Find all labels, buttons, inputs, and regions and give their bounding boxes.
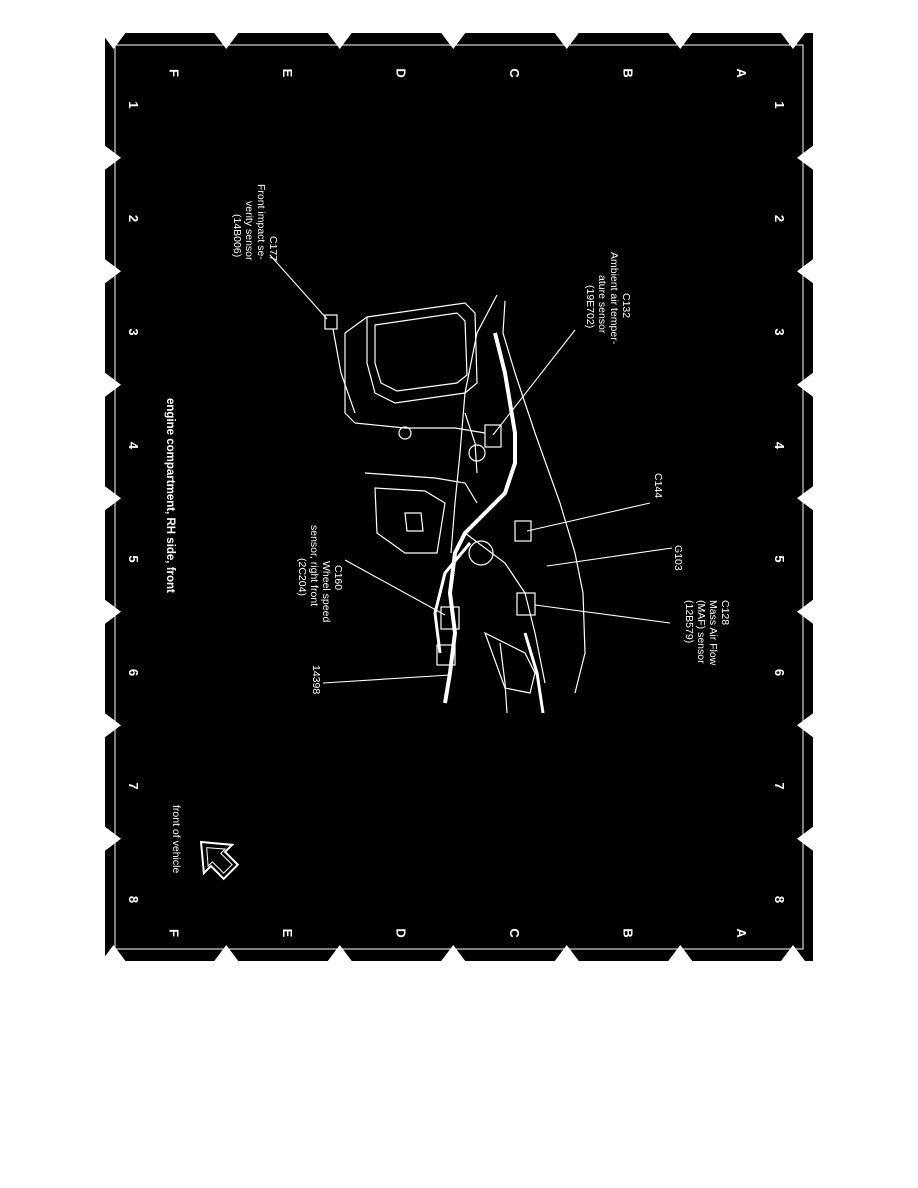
edge-marker-right-2 xyxy=(797,372,813,397)
grid-row-label-bottom-E: E xyxy=(280,929,295,938)
front-of-vehicle-note: front of vehicle xyxy=(170,805,182,873)
edge-marker-left-0 xyxy=(105,145,121,170)
grid-row-label-bottom-B: B xyxy=(621,928,636,937)
grid-col-label-right-1: 1 xyxy=(772,101,787,108)
diagram-panel: A A B B C C D D E E F F 1 1 2 2 3 3 4 4 5 5 6 6 7 7 8 8 xyxy=(105,33,813,961)
grid-labels: A A B B C C D D E E F F 1 1 2 2 3 3 4 4 5 5 6 6 7 7 8 8 xyxy=(126,68,787,938)
callout-c128: C128 Mass Air Flow (MAF) sensor (12B579) xyxy=(683,600,735,670)
edge-marker-left-1 xyxy=(105,259,121,284)
inner-frame xyxy=(114,44,804,950)
callout-c132: C132 Ambient air temper- ature sensor (1… xyxy=(584,252,636,349)
grid-row-label-top-C: C xyxy=(507,68,522,78)
grid-col-label-left-1: 1 xyxy=(126,101,141,108)
grid-col-label-right-2: 2 xyxy=(772,215,787,222)
edge-marker-top-1 xyxy=(554,33,579,49)
grid-col-label-right-8: 8 xyxy=(772,896,787,903)
wiring-location-diagram: A A B B C C D D E E F F 1 1 2 2 3 3 4 4 5 5 6 6 7 7 8 8 xyxy=(105,33,813,961)
grid-col-label-left-6: 6 xyxy=(126,669,141,676)
grid-row-label-top-D: D xyxy=(394,68,409,77)
callout-14398: 14398 xyxy=(310,665,322,694)
grid-row-label-top-A: A xyxy=(734,68,749,78)
grid-row-label-bottom-F: F xyxy=(167,929,182,937)
edge-marker-right-0 xyxy=(797,145,813,170)
edge-marker-top-end-1 xyxy=(105,33,126,49)
grid-row-label-top-B: B xyxy=(621,68,636,77)
grid-col-label-right-5: 5 xyxy=(772,555,787,562)
callout-c177: C177 Front impact se- verity sensor (14B… xyxy=(231,184,283,266)
callout-c144: C144 xyxy=(652,473,664,498)
grid-row-label-top-F: F xyxy=(167,69,182,77)
edge-marker-bottom-end-0 xyxy=(781,945,805,961)
leader-lines xyxy=(269,254,673,684)
grid-col-label-left-4: 4 xyxy=(126,442,141,450)
edge-marker-left-6 xyxy=(105,826,121,851)
grid-col-label-left-8: 8 xyxy=(126,896,141,903)
edge-marker-right-4 xyxy=(797,599,813,624)
callout-g103: G103 xyxy=(672,545,684,571)
edge-marker-top-4 xyxy=(214,33,239,49)
grid-row-label-top-E: E xyxy=(280,69,295,78)
edge-marker-bottom-0 xyxy=(668,945,693,961)
arrow-icon xyxy=(199,840,240,881)
grid-col-label-left-5: 5 xyxy=(126,555,141,562)
grid-row-label-bottom-C: C xyxy=(507,928,522,938)
grid-row-label-bottom-D: D xyxy=(394,928,409,937)
edge-marker-left-3 xyxy=(105,486,121,511)
edge-marker-top-0 xyxy=(668,33,693,49)
grid-col-label-left-7: 7 xyxy=(126,782,141,789)
grid-col-label-right-4: 4 xyxy=(772,442,787,450)
edge-marker-top-3 xyxy=(327,33,352,49)
callout-labels: C128 Mass Air Flow (MAF) sensor (12B579)… xyxy=(231,184,735,694)
edge-marker-right-5 xyxy=(797,713,813,738)
edge-marker-right-1 xyxy=(797,259,813,284)
edge-marker-bottom-2 xyxy=(441,945,466,961)
grid-markers xyxy=(105,33,813,961)
edge-marker-top-2 xyxy=(441,33,466,49)
grid-col-label-right-6: 6 xyxy=(772,669,787,676)
grid-col-label-right-3: 3 xyxy=(772,328,787,335)
diagram-caption: engine compartment, RH side, front xyxy=(164,398,176,593)
edge-marker-bottom-end-1 xyxy=(105,945,126,961)
edge-marker-left-4 xyxy=(105,599,121,624)
edge-marker-right-6 xyxy=(797,826,813,851)
grid-col-label-right-7: 7 xyxy=(772,782,787,789)
engine-compartment-drawing xyxy=(324,294,586,714)
edge-marker-left-5 xyxy=(105,713,121,738)
edge-marker-bottom-4 xyxy=(214,945,239,961)
edge-marker-bottom-1 xyxy=(554,945,579,961)
edge-marker-right-3 xyxy=(797,486,813,511)
callout-c160: C160 Wheel speed sensor, right front (2C… xyxy=(296,525,348,627)
edge-marker-top-end-0 xyxy=(781,33,805,49)
grid-col-label-left-3: 3 xyxy=(126,328,141,335)
grid-row-label-bottom-A: A xyxy=(734,928,749,938)
edge-marker-bottom-3 xyxy=(327,945,352,961)
edge-marker-left-2 xyxy=(105,372,121,397)
grid-col-label-left-2: 2 xyxy=(126,215,141,222)
